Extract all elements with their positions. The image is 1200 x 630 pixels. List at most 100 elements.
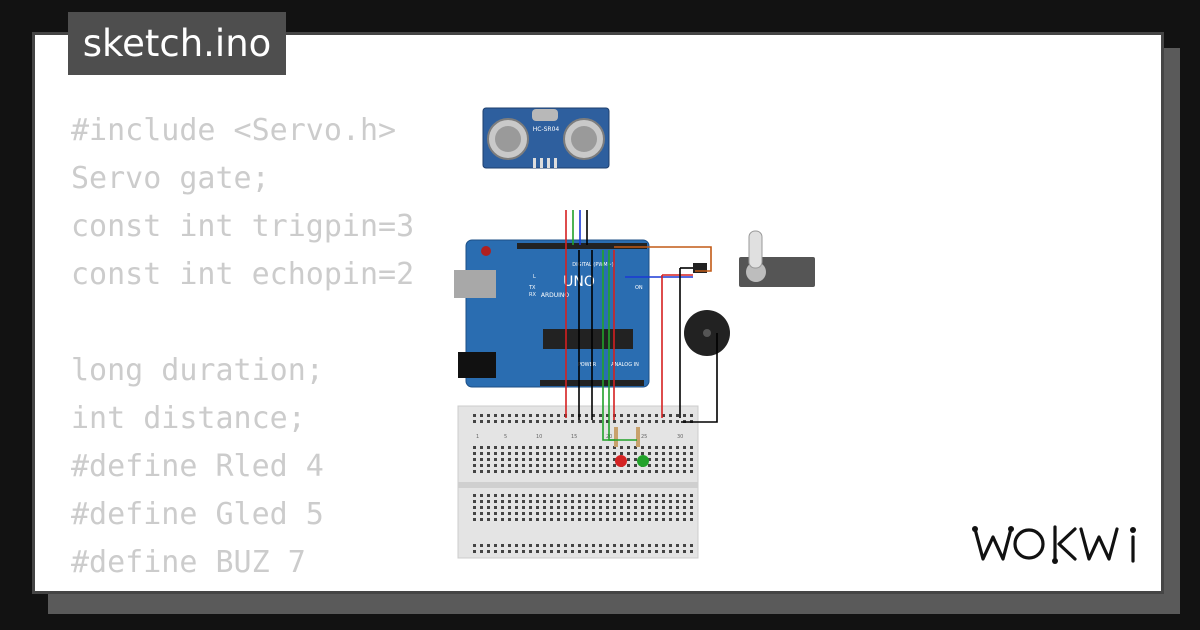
breadboard-hole <box>690 470 693 473</box>
breadboard-hole <box>571 470 574 473</box>
breadboard-hole <box>550 452 553 455</box>
breadboard-hole <box>683 506 686 509</box>
breadboard-hole <box>676 518 679 521</box>
breadboard-hole <box>501 550 504 553</box>
breadboard-hole <box>515 414 518 417</box>
breadboard-hole <box>550 550 553 553</box>
breadboard-hole <box>599 494 602 497</box>
breadboard-hole <box>634 550 637 553</box>
breadboard-hole <box>494 506 497 509</box>
code-line <box>71 299 414 347</box>
breadboard-hole <box>592 420 595 423</box>
breadboard-hole <box>676 512 679 515</box>
breadboard-hole <box>690 550 693 553</box>
breadboard-hole <box>487 470 490 473</box>
breadboard-hole <box>599 446 602 449</box>
breadboard-hole <box>508 544 511 547</box>
breadboard-hole <box>592 414 595 417</box>
breadboard-hole <box>662 518 665 521</box>
breadboard-hole <box>599 470 602 473</box>
breadboard-hole <box>641 544 644 547</box>
breadboard-hole <box>655 544 658 547</box>
breadboard-hole <box>655 452 658 455</box>
breadboard-hole <box>690 518 693 521</box>
breadboard-hole <box>613 420 616 423</box>
digital-label: DIGITAL (PWM~) <box>572 262 614 268</box>
breadboard-hole <box>515 464 518 467</box>
breadboard-hole <box>676 550 679 553</box>
breadboard-hole <box>669 464 672 467</box>
breadboard-hole <box>634 464 637 467</box>
breadboard-hole <box>627 544 630 547</box>
breadboard-hole <box>564 506 567 509</box>
breadboard-hole <box>634 420 637 423</box>
breadboard-hole <box>557 446 560 449</box>
breadboard-hole <box>627 494 630 497</box>
breadboard-hole <box>522 512 525 515</box>
breadboard-hole <box>669 506 672 509</box>
breadboard-hole <box>550 470 553 473</box>
breadboard-hole <box>494 494 497 497</box>
breadboard-hole <box>613 518 616 521</box>
breadboard-hole <box>522 452 525 455</box>
breadboard-hole <box>662 420 665 423</box>
breadboard-hole <box>522 470 525 473</box>
breadboard-hole <box>508 464 511 467</box>
breadboard-hole <box>585 544 588 547</box>
breadboard-hole <box>543 452 546 455</box>
breadboard-hole <box>536 452 539 455</box>
breadboard-hole <box>620 470 623 473</box>
bb-number: 25 <box>641 434 647 440</box>
breadboard-hole <box>599 512 602 515</box>
breadboard-hole <box>648 494 651 497</box>
breadboard-hole <box>564 452 567 455</box>
breadboard-hole <box>557 464 560 467</box>
breadboard-hole <box>627 464 630 467</box>
breadboard-hole <box>515 512 518 515</box>
breadboard-hole <box>494 464 497 467</box>
breadboard-hole <box>620 518 623 521</box>
breadboard-hole <box>522 544 525 547</box>
breadboard-hole <box>571 518 574 521</box>
breadboard-hole <box>578 464 581 467</box>
breadboard-hole <box>529 420 532 423</box>
servo-motor <box>693 230 815 287</box>
breadboard-hole <box>599 518 602 521</box>
breadboard-hole <box>571 420 574 423</box>
code-line: const int echopin=2 <box>71 257 415 292</box>
breadboard-hole <box>508 518 511 521</box>
breadboard-hole <box>557 544 560 547</box>
breadboard-hole <box>571 500 574 503</box>
breadboard-hole <box>578 470 581 473</box>
breadboard-hole <box>529 500 532 503</box>
breadboard-hole <box>662 550 665 553</box>
breadboard-hole <box>529 458 532 461</box>
breadboard: 1 5 10 15 20 25 30 <box>457 405 699 559</box>
breadboard-hole <box>501 446 504 449</box>
breadboard-hole <box>620 414 623 417</box>
breadboard-hole <box>585 464 588 467</box>
breadboard-hole <box>683 414 686 417</box>
breadboard-hole <box>655 446 658 449</box>
breadboard-hole <box>683 512 686 515</box>
breadboard-hole <box>627 550 630 553</box>
breadboard-hole <box>648 518 651 521</box>
breadboard-hole <box>606 458 609 461</box>
breadboard-hole <box>543 500 546 503</box>
breadboard-hole <box>564 500 567 503</box>
breadboard-hole <box>515 544 518 547</box>
breadboard-hole <box>522 518 525 521</box>
reset-button <box>481 246 491 256</box>
breadboard-hole <box>550 464 553 467</box>
breadboard-hole <box>473 452 476 455</box>
breadboard-hole <box>557 506 560 509</box>
breadboard-hole <box>578 452 581 455</box>
breadboard-hole <box>522 414 525 417</box>
breadboard-hole <box>522 464 525 467</box>
breadboard-hole <box>487 500 490 503</box>
breadboard-hole <box>529 446 532 449</box>
breadboard-hole <box>627 500 630 503</box>
breadboard-hole <box>557 500 560 503</box>
breadboard-hole <box>634 458 637 461</box>
breadboard-hole <box>599 452 602 455</box>
